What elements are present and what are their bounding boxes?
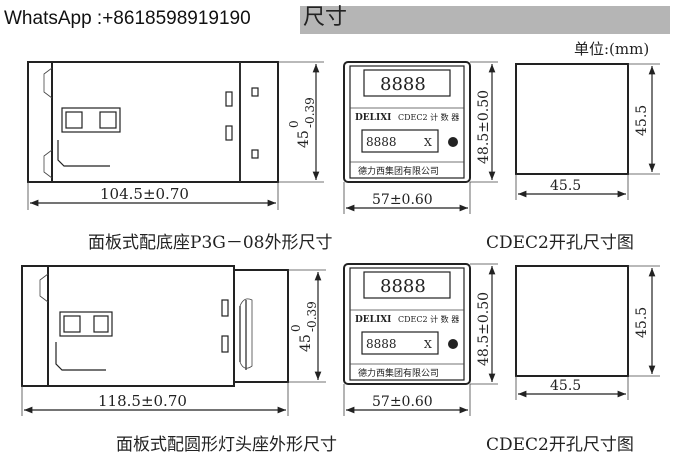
unit-label: 单位:(mm) — [574, 40, 650, 58]
header-banner: WhatsApp :+8618598919190 尺寸 — [0, 0, 686, 36]
caption-cutout-2: CDEC2开孔尺寸图 — [486, 435, 634, 455]
side-height-dimension: 45 0 -0.39 — [278, 61, 324, 183]
front-width-dimension-2: 57±0.60 — [343, 384, 471, 416]
page-title: 尺寸 — [303, 5, 348, 30]
front-brand-2: DELIXI — [355, 315, 391, 325]
side-length-dimension: 104.5±0.70 — [27, 182, 279, 210]
caption-round-socket: 面板式配圆形灯头座外形尺寸 — [116, 435, 337, 455]
front-view-cdec2-2: 8888 DELIXI CDEC2 计 数 器 8888 X 德力西集团有限公司 — [343, 263, 471, 385]
caption-base-p3g: 面板式配底座P3G－08外形尺寸 — [88, 233, 333, 253]
cutout-width-label: 45.5 — [550, 178, 581, 194]
cutout-height-label-2: 45.5 — [634, 307, 650, 338]
front-company: 德力西集团有限公司 — [358, 165, 439, 177]
svg-text:X: X — [424, 338, 432, 351]
side-length-label-2: 118.5±0.70 — [98, 392, 187, 410]
caption-cutout-1: CDEC2开孔尺寸图 — [486, 233, 634, 253]
side-height-label: 45 — [296, 130, 312, 148]
whatsapp-contact: WhatsApp :+8618598919190 — [4, 8, 251, 29]
front-width-label: 57±0.60 — [372, 192, 433, 208]
panel-cutout-square-2: 45.5 45.5 — [515, 265, 660, 400]
cutout-width-label-2: 45.5 — [550, 378, 581, 394]
cutout-height-label: 45.5 — [634, 105, 650, 136]
front-model: CDEC2 计 数 器 — [398, 112, 459, 122]
side-length-dimension-2: 118.5±0.70 — [21, 382, 289, 416]
front-company-2: 德力西集团有限公司 — [358, 367, 439, 379]
side-height-tol-upper: 0 — [287, 120, 301, 128]
front-model-2: CDEC2 计 数 器 — [398, 314, 459, 324]
side-height-dimension-2: 45 0 -0.39 — [288, 269, 326, 383]
side-length-label: 104.5±0.70 — [100, 185, 189, 203]
front-height-label: 48.5±0.50 — [476, 90, 492, 164]
front-brand: DELIXI — [355, 113, 391, 123]
side-view-base-p3g — [27, 61, 279, 183]
front-display-2: 8888 — [380, 276, 426, 297]
front-digit-switches: 8888 — [366, 135, 397, 149]
panel-cutout-square: 45.5 45.5 — [515, 63, 660, 200]
side-height-tol-lower: -0.39 — [303, 97, 317, 128]
front-width-dimension: 57±0.60 — [343, 182, 471, 214]
front-display: 8888 — [380, 74, 426, 95]
front-height-dimension: 48.5±0.50 — [470, 61, 498, 183]
front-view-cdec2: 8888 DELIXI CDEC2 计 数 器 8888 X 德力西集团有限公司 — [343, 61, 471, 183]
side-height-tol-upper-2: 0 — [289, 324, 303, 332]
svg-text:X: X — [424, 136, 432, 149]
side-height-tol-lower-2: -0.39 — [305, 301, 319, 332]
title-bar — [300, 6, 670, 34]
front-height-label-2: 48.5±0.50 — [476, 292, 492, 366]
side-view-round-socket — [21, 265, 289, 387]
front-height-dimension-2: 48.5±0.50 — [470, 263, 498, 385]
front-width-label-2: 57±0.60 — [372, 394, 433, 410]
side-height-label-2: 45 — [298, 334, 314, 352]
front-digit-switches-2: 8888 — [366, 337, 397, 351]
